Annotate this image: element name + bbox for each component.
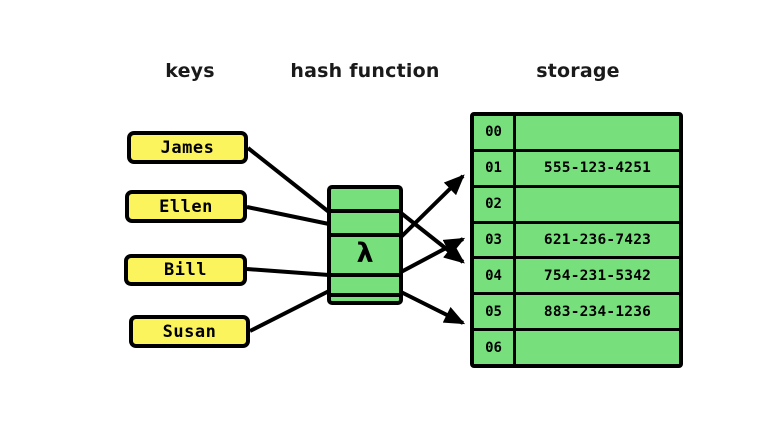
row-index: 03 — [474, 223, 516, 257]
key-box-james[interactable]: James — [127, 131, 248, 164]
row-value: 555-123-4251 — [543, 160, 652, 177]
arrow-out-to-row-01 — [399, 174, 465, 239]
hash-box-divider — [331, 209, 399, 213]
row-value: 754-231-5342 — [543, 267, 652, 284]
table-row[interactable]: 03 621-236-7423 — [474, 223, 679, 260]
table-row[interactable]: 05 883-234-1236 — [474, 295, 679, 332]
lambda-symbol: λ — [356, 237, 374, 269]
row-index: 00 — [474, 116, 516, 149]
hash-box-divider — [331, 273, 399, 277]
row-index: 04 — [474, 259, 516, 293]
line-in-ellen — [246, 205, 330, 226]
table-row[interactable]: 01 555-123-4251 — [474, 151, 679, 188]
key-box-susan[interactable]: Susan — [129, 315, 250, 348]
line-in-james — [246, 146, 331, 214]
row-value: 883-234-1236 — [543, 303, 652, 320]
row-value — [516, 331, 679, 364]
table-row[interactable]: 06 — [474, 331, 679, 365]
table-row[interactable]: 04 754-231-5342 — [474, 259, 679, 296]
key-label: Ellen — [159, 196, 213, 217]
row-index: 05 — [474, 295, 516, 329]
heading-hash-function: hash function — [290, 60, 440, 82]
key-label: James — [160, 137, 215, 158]
key-label: Bill — [164, 260, 207, 280]
key-label: Susan — [162, 321, 217, 342]
heading-keys: keys — [165, 60, 215, 82]
line-in-bill — [246, 267, 330, 277]
row-index: 01 — [474, 151, 516, 185]
arrow-out-to-row-03 — [399, 211, 465, 264]
table-row[interactable]: 00 — [474, 116, 679, 152]
hash-box-divider — [331, 233, 399, 237]
arrow-out-to-row-04 — [400, 237, 466, 274]
hash-box-divider — [331, 293, 399, 297]
key-box-ellen[interactable]: Ellen — [125, 190, 247, 223]
key-box-bill[interactable]: Bill — [124, 254, 247, 286]
row-value: 621-236-7423 — [543, 232, 652, 248]
line-in-susan — [249, 289, 330, 333]
heading-storage: storage — [536, 60, 620, 82]
row-value — [516, 116, 679, 149]
arrow-out-to-row-05 — [400, 290, 466, 325]
storage-table: 00 01 555-123-4251 02 03 621-236-7423 04… — [470, 112, 683, 368]
row-value — [516, 188, 679, 221]
row-index: 02 — [474, 187, 516, 221]
table-row[interactable]: 02 — [474, 187, 679, 224]
hash-function-box[interactable]: λ — [327, 185, 403, 305]
row-index: 06 — [474, 331, 516, 365]
